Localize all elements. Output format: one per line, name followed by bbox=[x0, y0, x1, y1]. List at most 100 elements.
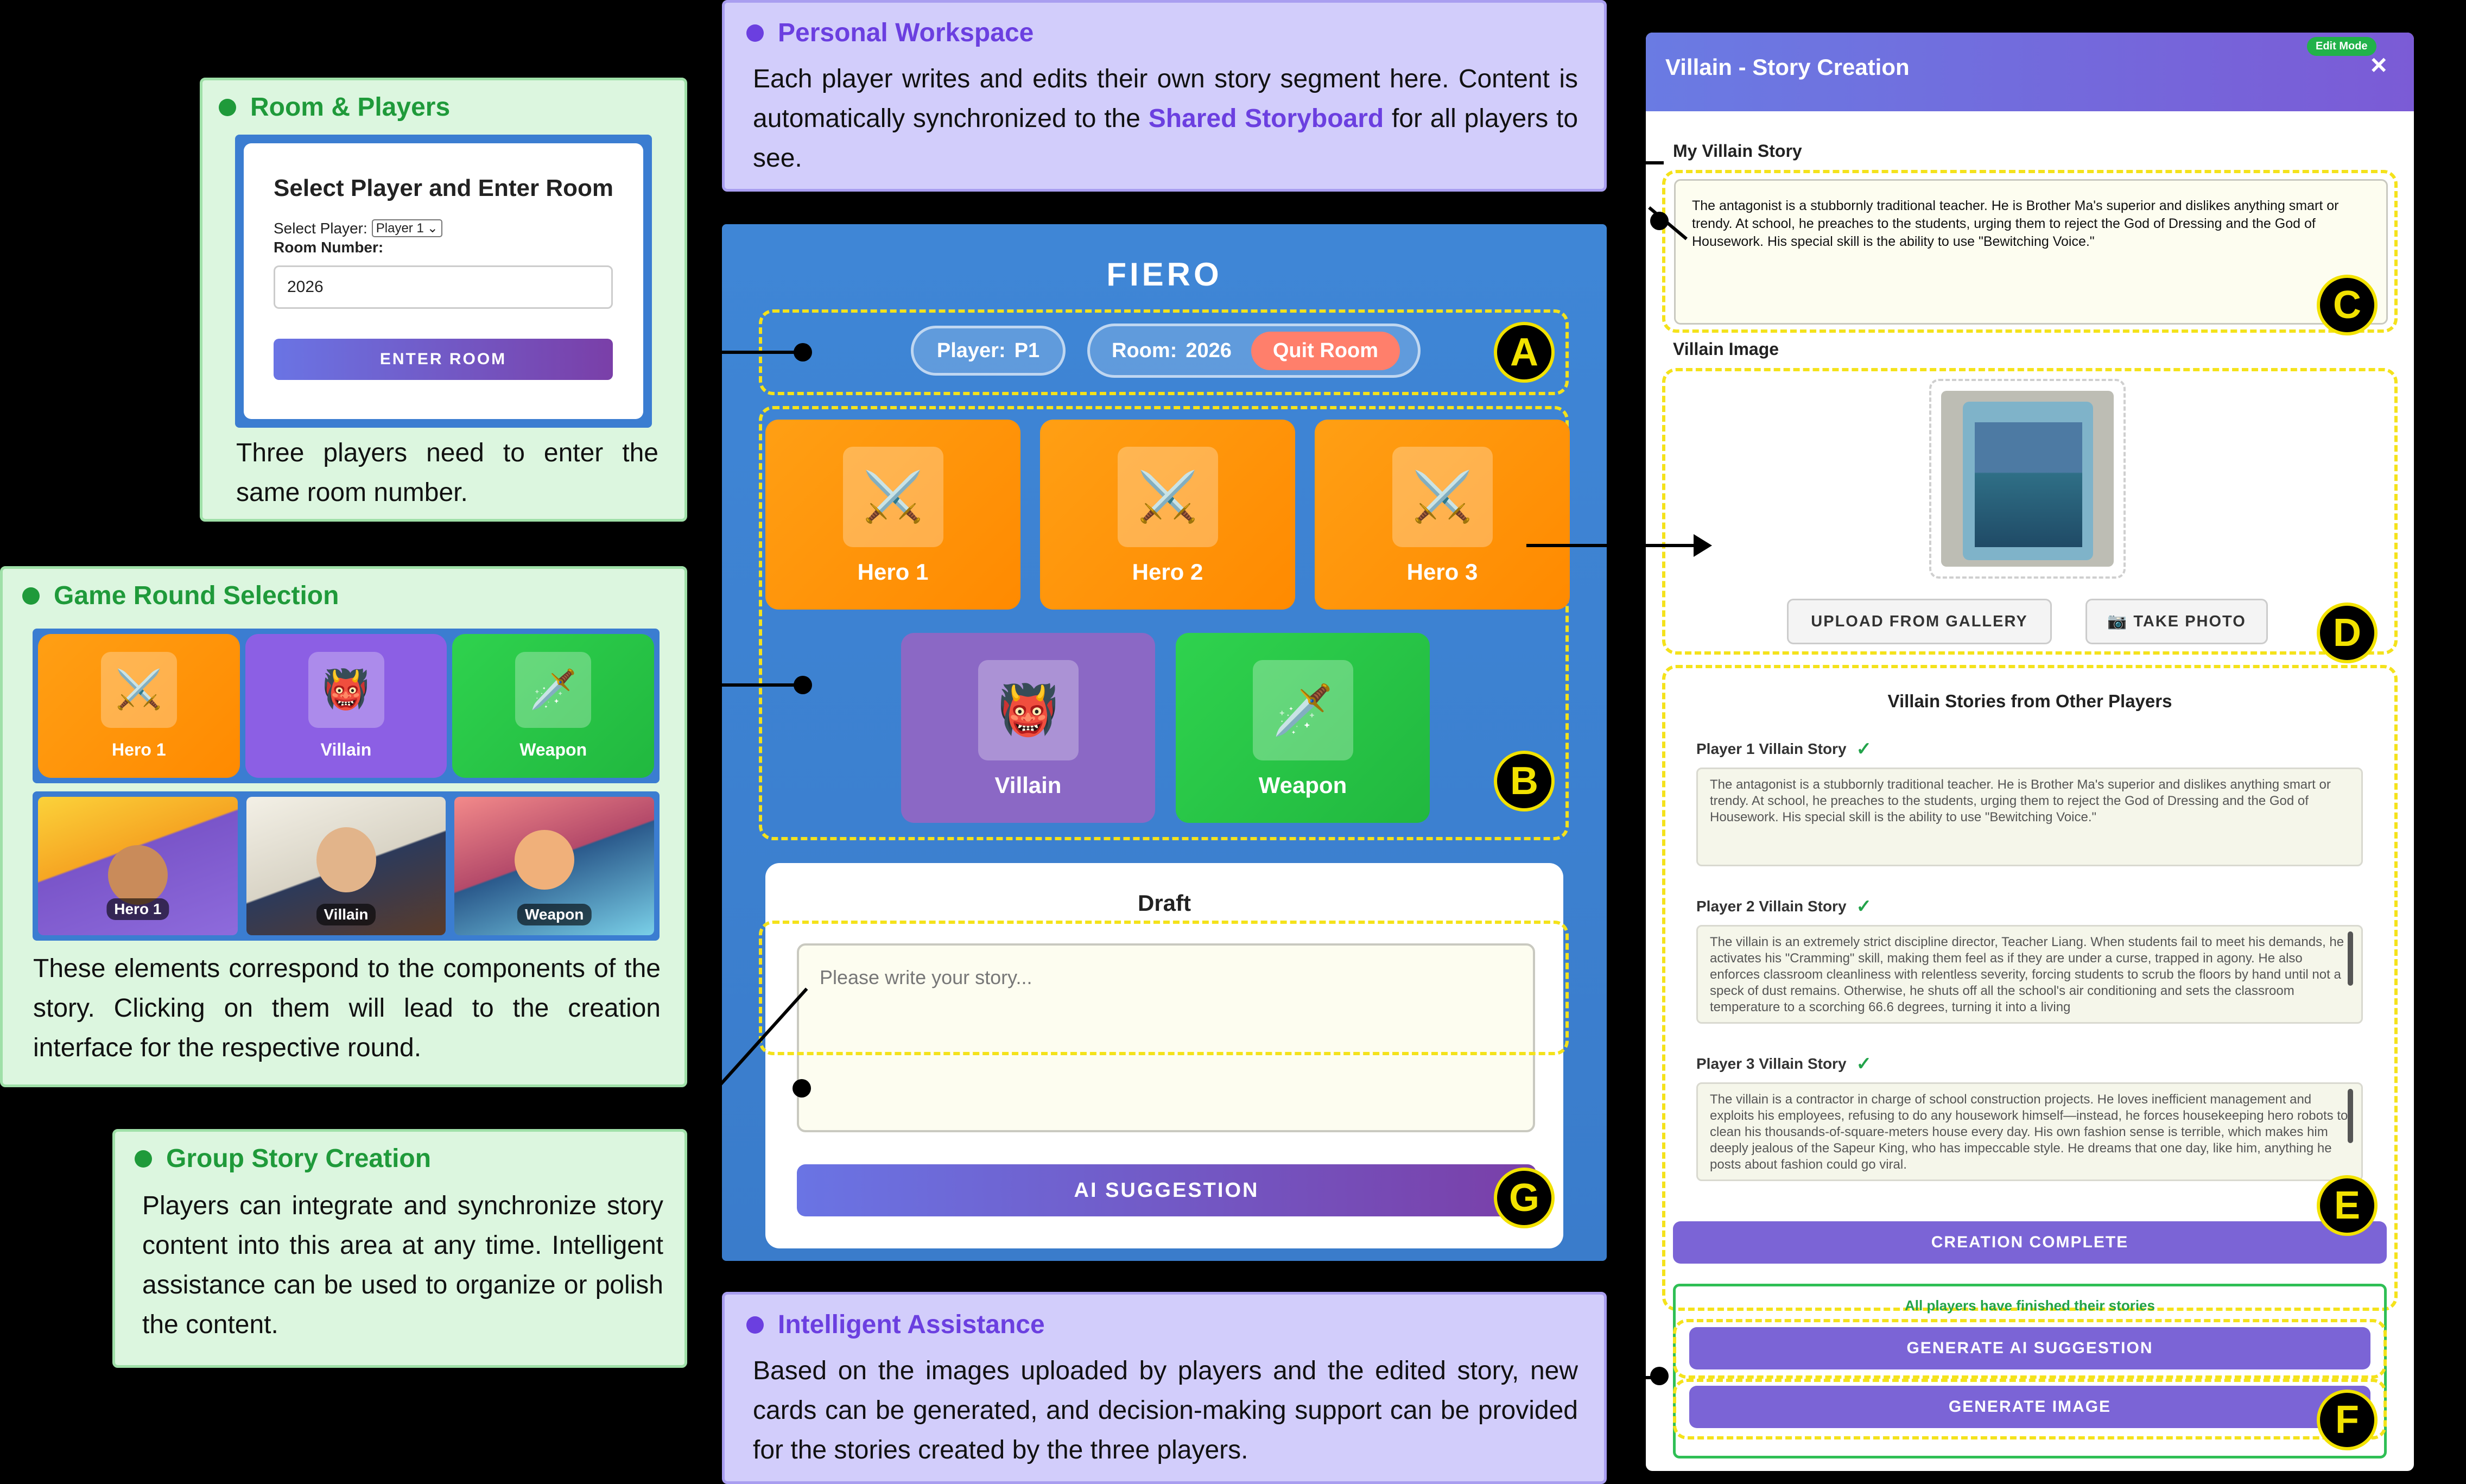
section-c-my-story bbox=[1662, 170, 2398, 333]
hero-3-card[interactable]: ⚔️ Hero 3 bbox=[1315, 420, 1570, 610]
upload-gallery-button[interactable]: UPLOAD FROM GALLERY bbox=[1787, 599, 2052, 644]
room-players-caption: Three players need to enter the same roo… bbox=[236, 439, 658, 507]
badge-b: B bbox=[1494, 751, 1555, 811]
round-card-villain[interactable]: 👹 Villain bbox=[245, 634, 447, 778]
panel-title: Select Player and Enter Room bbox=[274, 175, 613, 201]
crossed-swords-icon: ⚔️ bbox=[1392, 447, 1493, 547]
image-dropzone[interactable] bbox=[1929, 379, 2126, 579]
hero-illustration[interactable]: Hero 1 bbox=[38, 797, 238, 935]
room-value: 2026 bbox=[1186, 339, 1232, 362]
round-card-hero[interactable]: ⚔️ Hero 1 bbox=[38, 634, 240, 778]
connector-dot-b bbox=[794, 676, 812, 694]
check-icon: ✓ bbox=[1856, 1054, 1872, 1074]
round-card-weapon[interactable]: 🗡️ Weapon bbox=[452, 634, 655, 778]
connector-dot-c bbox=[1650, 212, 1669, 230]
round-selection-title-text: Game Round Selection bbox=[54, 581, 339, 610]
my-story-textarea[interactable]: The antagonist is a stubbornly tradition… bbox=[1674, 179, 2388, 325]
villain-panel-header: Villain - Story Creation Edit Mode × bbox=[1646, 33, 2414, 111]
card-label: Hero 1 bbox=[857, 559, 929, 585]
group-story-callout: Group Story Creation Players can integra… bbox=[112, 1129, 687, 1368]
round-card-label: Weapon bbox=[519, 740, 587, 759]
story-label-text: Player 2 Villain Story bbox=[1696, 898, 1847, 915]
weapon-illustration[interactable]: Weapon bbox=[454, 797, 655, 935]
other-stories-title: Villain Stories from Other Players bbox=[1887, 691, 2172, 711]
player-2-story-label: Player 2 Villain Story✓ bbox=[1696, 896, 1872, 917]
villain-face-shape bbox=[316, 827, 376, 893]
villain-panel: Villain - Story Creation Edit Mode × My … bbox=[1646, 33, 2414, 1471]
intelligent-assistance-caption: Based on the images uploaded by players … bbox=[753, 1356, 1578, 1464]
villain-image-tag: Villain bbox=[316, 904, 376, 925]
story-label-text: Player 3 Villain Story bbox=[1696, 1055, 1847, 1072]
badge-e: E bbox=[2317, 1175, 2378, 1236]
creation-complete-button[interactable]: CREATION COMPLETE bbox=[1673, 1221, 2387, 1264]
badge-c: C bbox=[2317, 275, 2378, 335]
player-2-story-box: The villain is an extremely strict disci… bbox=[1696, 925, 2363, 1024]
connector-line-a bbox=[687, 351, 803, 354]
select-player-label: Select Player: bbox=[274, 219, 367, 237]
panel-header-title: Villain - Story Creation bbox=[1665, 54, 1910, 80]
ogre-mask-icon: 👹 bbox=[308, 652, 384, 728]
draft-title: Draft bbox=[1137, 890, 1191, 916]
card-label: Villain bbox=[994, 772, 1062, 798]
room-number-label: Room Number: bbox=[274, 239, 384, 256]
generate-image-button[interactable]: GENERATE IMAGE bbox=[1689, 1386, 2370, 1428]
card-label: Weapon bbox=[1258, 772, 1347, 798]
round-card-label: Hero 1 bbox=[112, 740, 166, 759]
dagger-icon: 🗡️ bbox=[1252, 660, 1353, 760]
connector-line-assistance bbox=[1607, 1376, 1661, 1379]
group-story-caption: Players can integrate and synchronize st… bbox=[142, 1191, 663, 1339]
crossed-swords-icon: ⚔️ bbox=[1117, 447, 1218, 547]
card-label: Hero 3 bbox=[1406, 559, 1478, 585]
section-g-draft bbox=[759, 921, 1569, 1055]
arrow-head-icon bbox=[1694, 534, 1712, 557]
card-label: Hero 2 bbox=[1132, 559, 1203, 585]
edit-mode-badge: Edit Mode bbox=[2307, 37, 2376, 56]
select-player-dropdown[interactable]: Player 1⌄ bbox=[371, 219, 442, 237]
room-login-panel: Select Player and Enter Room Select Play… bbox=[235, 135, 652, 428]
group-story-title: Group Story Creation bbox=[135, 1144, 431, 1174]
caption-text: for all players to see. bbox=[753, 104, 1579, 173]
player-3-scrollbar[interactable] bbox=[2348, 1089, 2353, 1143]
hero-1-card[interactable]: ⚔️ Hero 1 bbox=[765, 420, 1020, 610]
weapon-card[interactable]: 🗡️ Weapon bbox=[1176, 633, 1430, 823]
round-cards-row: ⚔️ Hero 1 👹 Villain 🗡️ Weapon bbox=[33, 629, 660, 783]
crossed-swords-icon: ⚔️ bbox=[842, 447, 943, 547]
enter-room-button[interactable]: ENTER ROOM bbox=[274, 339, 613, 380]
story-label-text: Player 1 Villain Story bbox=[1696, 740, 1847, 757]
take-photo-button[interactable]: 📷 TAKE PHOTO bbox=[2085, 599, 2268, 644]
player-3-story-label: Player 3 Villain Story ✓ bbox=[1696, 1053, 1872, 1075]
round-selection-caption: These elements correspond to the compone… bbox=[33, 954, 661, 1062]
fiero-app: FIERO Player:P1 Room:2026 Quit Room ⚔️ H… bbox=[722, 224, 1607, 1261]
green-dot-icon bbox=[219, 98, 236, 116]
room-number-input[interactable]: 2026 bbox=[274, 265, 613, 309]
draft-card: Draft Please write your story... AI SUGG… bbox=[765, 863, 1563, 1248]
finished-text: All players have finished their stories bbox=[1905, 1297, 2155, 1314]
player-3-story-box: The villain is a contractor in charge of… bbox=[1696, 1082, 2363, 1181]
connector-line-b bbox=[687, 683, 803, 687]
player-value: P1 bbox=[1014, 339, 1040, 362]
personal-workspace-caption: Each player writes and edits their own s… bbox=[753, 59, 1578, 178]
connector-dot-f bbox=[1650, 1367, 1669, 1385]
player-pill: Player: P1 bbox=[911, 326, 1066, 376]
villain-card[interactable]: 👹 Villain bbox=[901, 633, 1155, 823]
generate-ai-suggestion-button[interactable]: GENERATE AI SUGGESTION bbox=[1689, 1327, 2370, 1369]
villain-illustration[interactable]: Villain bbox=[246, 797, 446, 935]
purple-dot-icon bbox=[746, 1316, 764, 1334]
player-2-scrollbar[interactable] bbox=[2348, 931, 2353, 986]
ai-suggestion-button[interactable]: AI SUGGESTION bbox=[797, 1164, 1536, 1216]
hero-2-card[interactable]: ⚔️ Hero 2 bbox=[1040, 420, 1295, 610]
ogre-mask-icon: 👹 bbox=[978, 660, 1079, 760]
quit-room-button[interactable]: Quit Room bbox=[1251, 331, 1400, 370]
player-label: Player: bbox=[936, 339, 1006, 362]
draft-textarea[interactable]: Please write your story... bbox=[797, 943, 1535, 1132]
badge-f: F bbox=[2317, 1390, 2378, 1450]
hero-face-shape bbox=[107, 845, 168, 905]
close-icon[interactable]: × bbox=[2370, 49, 2387, 81]
shared-storyboard-link: Shared Storyboard bbox=[1148, 104, 1384, 133]
photo-building-shape bbox=[1975, 422, 2082, 547]
intelligent-assistance-callout: Intelligent Assistance Based on the imag… bbox=[722, 1292, 1607, 1484]
chevron-down-icon: ⌄ bbox=[427, 221, 438, 236]
room-players-title-text: Room & Players bbox=[250, 93, 451, 122]
round-images-row: Hero 1 Villain Weapon bbox=[33, 791, 660, 941]
personal-workspace-title-text: Personal Workspace bbox=[778, 18, 1034, 47]
